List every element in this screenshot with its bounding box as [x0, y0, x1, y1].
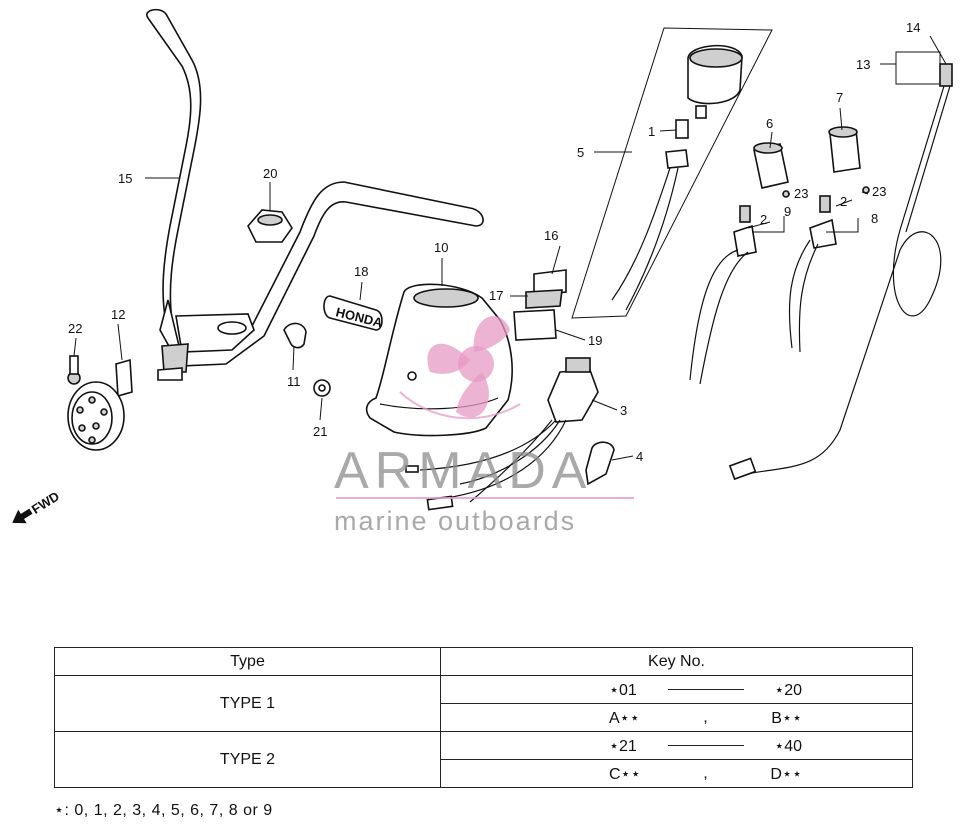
meter-assembly-5 [571, 27, 773, 319]
clip-11 [283, 322, 307, 349]
decals [513, 269, 567, 341]
emblem-18: HONDA [323, 295, 385, 331]
table-row: TYPE 2 ⋆21 ⋆40 [54, 731, 913, 788]
key-range-cell: ⋆21 ⋆40 [440, 731, 913, 760]
range-dash [667, 745, 744, 746]
table-row: C⋆⋆ , D⋆⋆ [55, 759, 913, 788]
socket-8 [788, 195, 837, 353]
parts-diagram: HONDA [12, 8, 953, 536]
callout-22: 22 [68, 321, 82, 336]
type-cell: TYPE 1 [54, 675, 441, 732]
indicator-7 [828, 126, 861, 173]
table-header-row: Type Key No. [54, 647, 913, 676]
callout-14: 14 [906, 20, 920, 35]
key-range-to: ⋆40 [774, 737, 802, 755]
callout-20: 20 [263, 166, 277, 181]
callout-labels: 15 20 10 18 17 16 19 3 4 11 21 12 22 1 5… [68, 20, 920, 464]
callout-23b: 23 [872, 184, 886, 199]
watermark-title: ARMADA [334, 442, 592, 500]
callout-8: 8 [871, 211, 878, 226]
callout-21: 21 [313, 424, 327, 439]
key-sep: , [703, 764, 708, 782]
key-alt-cell: C⋆⋆ , D⋆⋆ [440, 759, 913, 788]
callout-6: 6 [766, 116, 773, 131]
bolt-22 [67, 355, 81, 385]
fwd-label: FWD [29, 488, 62, 516]
callout-3: 3 [620, 403, 627, 418]
key-alt-b: B⋆⋆ [771, 709, 802, 727]
callout-18: 18 [354, 264, 368, 279]
callout-5: 5 [577, 145, 584, 160]
horn-12 [67, 358, 133, 451]
footnote: ⋆: 0, 1, 2, 3, 4, 5, 6, 7, 8 or 9 [54, 802, 273, 819]
callout-10: 10 [434, 240, 448, 255]
callout-13: 13 [856, 57, 870, 72]
callout-23a: 23 [794, 186, 808, 201]
key-alt-b: D⋆⋆ [770, 765, 802, 783]
key-table: Type Key No. TYPE 1 ⋆01 ⋆20 A⋆⋆ , B⋆⋆ TY… [54, 647, 913, 788]
callout-19: 19 [588, 333, 602, 348]
callout-9: 9 [784, 204, 791, 219]
key-alt-a: C⋆⋆ [609, 765, 641, 783]
handlebar [146, 8, 484, 381]
watermark: ARMADA marine outboards [334, 316, 634, 536]
propeller-logo [427, 316, 510, 418]
callout-2b: 2 [840, 194, 847, 209]
callout-12: 12 [111, 307, 125, 322]
key-alt-a: A⋆⋆ [609, 709, 640, 727]
table-row: TYPE 1 ⋆01 ⋆20 [54, 675, 913, 732]
ignition-switch-3 [405, 357, 599, 511]
socket-9 [689, 205, 757, 385]
callout-2a: 2 [760, 212, 767, 227]
callout-7: 7 [836, 90, 843, 105]
key-range-from: ⋆21 [609, 737, 637, 755]
callout-17: 17 [489, 288, 503, 303]
key-range-cell: ⋆01 ⋆20 [440, 675, 913, 704]
indicator-6 [753, 142, 789, 189]
speedometer-cable-13 [728, 63, 953, 481]
header-type: Type [54, 647, 441, 676]
table-row: A⋆⋆ , B⋆⋆ [55, 703, 913, 732]
callout-4: 4 [636, 449, 643, 464]
header-key-no: Key No. [440, 647, 913, 676]
key-alt-cell: A⋆⋆ , B⋆⋆ [440, 703, 913, 732]
callout-1: 1 [648, 124, 655, 139]
callout-16: 16 [544, 228, 558, 243]
nut-20 [247, 209, 293, 243]
key-4 [585, 441, 615, 486]
watermark-subtitle: marine outboards [334, 506, 576, 536]
type-cell: TYPE 2 [54, 731, 441, 788]
fwd-arrow: FWD [12, 488, 62, 524]
range-dash [667, 689, 744, 690]
key-sep: , [703, 708, 708, 726]
key-range-from: ⋆01 [609, 681, 637, 699]
callout-11: 11 [287, 374, 301, 389]
leader-lines [73, 35, 947, 461]
callout-15: 15 [118, 171, 132, 186]
washer-21 [313, 379, 331, 397]
key-range-to: ⋆20 [774, 681, 802, 699]
